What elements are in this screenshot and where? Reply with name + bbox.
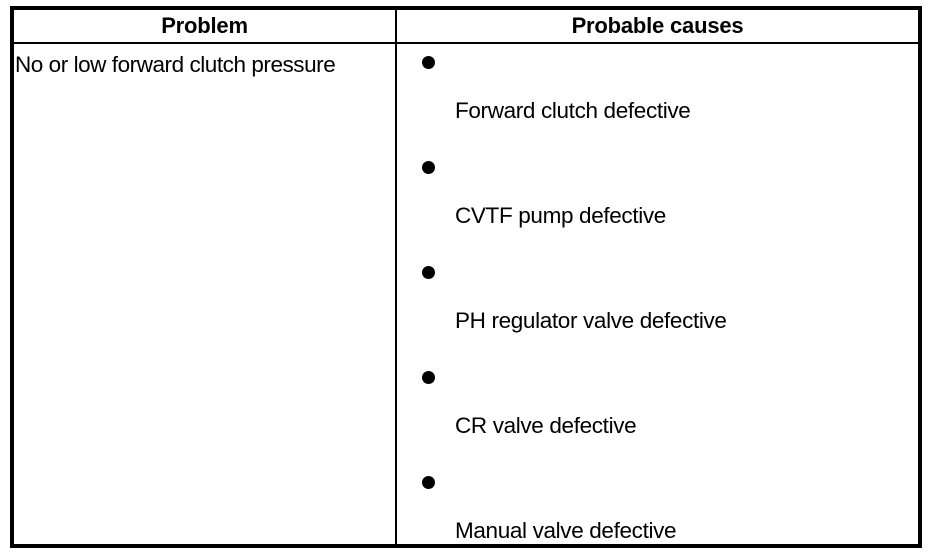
cause-label: Forward clutch defective: [455, 98, 691, 123]
table-header-row: Problem Probable causes: [14, 10, 918, 42]
column-header-probable-causes: Probable causes: [571, 13, 744, 38]
list-item: Forward clutch defective: [397, 44, 918, 149]
troubleshooting-table: Problem Probable causes No or low forwar…: [10, 6, 922, 548]
list-item: CR valve defective: [397, 359, 918, 464]
list-item: CVTF pump defective: [397, 149, 918, 254]
problem-description: No or low forward clutch pressure: [15, 52, 336, 77]
table-cell-problem: No or low forward clutch pressure: [14, 44, 395, 544]
bullet-icon: [422, 371, 435, 384]
cause-label: CVTF pump defective: [455, 203, 666, 228]
bullet-icon: [422, 266, 435, 279]
cause-label: Manual valve defective: [455, 518, 677, 543]
bullet-icon: [422, 476, 435, 489]
list-item: PH regulator valve defective: [397, 254, 918, 359]
list-item: Manual valve defective: [397, 464, 918, 544]
cause-label: PH regulator valve defective: [455, 308, 727, 333]
column-divider: [395, 10, 397, 544]
header-divider: [14, 42, 918, 44]
cause-label: CR valve defective: [455, 413, 637, 438]
bullet-icon: [422, 56, 435, 69]
bullet-icon: [422, 161, 435, 174]
column-header-problem: Problem: [161, 13, 248, 38]
table-cell-probable-causes: Forward clutch defective CVTF pump defec…: [397, 44, 918, 544]
